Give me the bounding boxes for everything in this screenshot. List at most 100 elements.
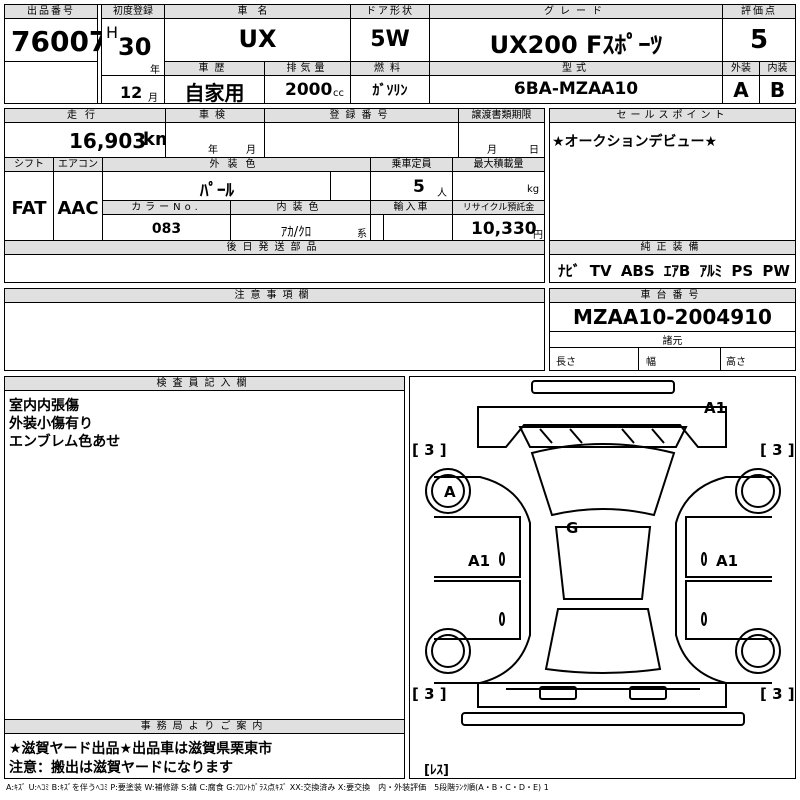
sales-box: セールスポイント ★オークションデビュー★ bbox=[549, 108, 796, 241]
inspector-label: 検査員記入欄 bbox=[5, 377, 404, 391]
history-box: 車歴 自家用 bbox=[164, 61, 265, 105]
int-color-label: 内装色 bbox=[231, 201, 370, 215]
notes-label: 注意事項欄 bbox=[5, 289, 544, 303]
ext-label: 外装 bbox=[723, 62, 759, 76]
equip-item: PS bbox=[731, 262, 754, 280]
ac-label: エアコン bbox=[54, 158, 102, 172]
car-outline bbox=[425, 380, 781, 726]
era: H bbox=[106, 23, 119, 42]
import-box: 輸入車 bbox=[370, 200, 453, 241]
mileage-box: 走行 16,903 km bbox=[4, 108, 174, 158]
mark-bracket: [ 3 ] bbox=[760, 685, 795, 703]
lot-label: 出品番号 bbox=[5, 5, 97, 19]
equip-item: PW bbox=[762, 262, 790, 280]
first-reg-label: 初度登録 bbox=[102, 5, 164, 19]
inspector-line: エンブレム色あせ bbox=[9, 434, 121, 450]
mark-bracket: [ 3 ] bbox=[412, 441, 447, 459]
reg-no-box: 登録番号 bbox=[264, 108, 459, 158]
car-name-label: 車名 bbox=[165, 5, 350, 19]
recycle: 10,330 bbox=[471, 219, 537, 239]
color-box: 外装色 ﾊﾟｰﾙ bbox=[102, 157, 371, 201]
recycle-label: リサイクル預託金 bbox=[453, 201, 544, 215]
history-label: 車歴 bbox=[165, 62, 264, 76]
later-parts-box: 後日発送部品 bbox=[4, 240, 545, 283]
mark-bracket: [ 3 ] bbox=[760, 441, 795, 459]
recycle-unit: 円 bbox=[533, 230, 543, 241]
office-line: 注意：搬出は滋賀ヤードになります bbox=[9, 760, 233, 776]
fuel-label: 燃料 bbox=[351, 62, 429, 76]
spec-width: 幅 bbox=[646, 357, 656, 368]
shift-label: シフト bbox=[5, 158, 53, 172]
int-color: ｱｶ/ｸﾛ bbox=[280, 225, 312, 240]
displacement-box: 排気量 2000 cc bbox=[264, 61, 351, 104]
mark-g: G bbox=[566, 519, 579, 537]
capacity-unit: 人 bbox=[437, 188, 447, 199]
reg-month: 12 bbox=[120, 83, 143, 102]
ext-grade: A bbox=[733, 78, 749, 102]
mark-a1-left: A1 bbox=[468, 552, 491, 570]
insp-year-unit: 年 bbox=[208, 145, 218, 156]
displacement: 2000 bbox=[285, 80, 333, 100]
color-no: 083 bbox=[151, 221, 182, 237]
ac: AAC bbox=[57, 198, 99, 219]
int-color-box: 内装色 ｱｶ/ｸﾛ 系 bbox=[230, 200, 371, 241]
reg-no-label: 登録番号 bbox=[265, 109, 458, 123]
equip-item: ｴｱB bbox=[663, 262, 691, 280]
sales-label: セールスポイント bbox=[550, 109, 795, 123]
reg-year: 30 bbox=[118, 33, 152, 61]
mileage-label: 走行 bbox=[5, 109, 165, 123]
transfer-box: 譲渡書類期限 月 日 bbox=[458, 108, 545, 158]
inspection-box: 車検 年 月 bbox=[165, 108, 265, 158]
mileage: 16,903 bbox=[69, 129, 147, 153]
score-box: 評価点 5 bbox=[722, 4, 796, 62]
spec-label: 諸元 bbox=[662, 336, 683, 347]
transfer-day: 日 bbox=[529, 145, 539, 156]
color-label: 外装色 bbox=[103, 158, 370, 172]
notes-box: 注意事項欄 bbox=[4, 288, 545, 371]
recycle-box: リサイクル預託金 10,330 円 bbox=[452, 200, 545, 241]
equipment-box: 純正装備 ﾅﾋﾞ TV ABS ｴｱB ｱﾙﾐ PS PW bbox=[549, 240, 796, 283]
fuel-box: 燃料 ｶﾞｿﾘﾝ bbox=[350, 61, 430, 104]
later-parts-label: 後日発送部品 bbox=[5, 241, 544, 255]
door-type: 5W bbox=[370, 27, 410, 52]
mark-a1-top: A1 bbox=[704, 399, 727, 417]
inspector-line: 室内内張傷 bbox=[9, 398, 79, 414]
color-no-box: カラーNo. 083 bbox=[102, 200, 231, 241]
office-box: 事務局よりご案内 ★滋賀ヤード出品★出品車は滋賀県栗東市 注意：搬出は滋賀ヤード… bbox=[4, 719, 405, 779]
door-box: ドア形状 5W bbox=[350, 4, 430, 62]
car-name: UX bbox=[238, 25, 277, 53]
score-label: 評価点 bbox=[723, 5, 795, 19]
door-label: ドア形状 bbox=[351, 5, 429, 19]
mark-bracket: [ 3 ] bbox=[412, 685, 447, 703]
score: 5 bbox=[749, 25, 769, 55]
transfer-month: 月 bbox=[487, 145, 497, 156]
grade: UX200 Fｽﾎﾟｰﾂ bbox=[489, 31, 663, 59]
int-grade: B bbox=[769, 78, 786, 102]
grade-label: グレード bbox=[430, 5, 722, 19]
ac-box: エアコン AAC bbox=[53, 157, 103, 241]
capacity-label: 乗車定員 bbox=[371, 158, 452, 172]
chassis-label: 車台番号 bbox=[550, 289, 795, 303]
spec-height: 高さ bbox=[726, 357, 746, 368]
load-label: 最大積載量 bbox=[453, 158, 544, 172]
displacement-label: 排気量 bbox=[265, 62, 350, 76]
color: ﾊﾟｰﾙ bbox=[200, 181, 234, 201]
chassis-number: MZAA10-2004910 bbox=[573, 305, 772, 329]
equipment-label: 純正装備 bbox=[550, 241, 795, 255]
inspector-line: 外装小傷有り bbox=[9, 416, 93, 432]
lot-number: 76007 bbox=[11, 25, 109, 58]
legend: A:ｷｽﾞ U:ﾍｺﾐ B:ｷｽﾞを伴うﾍｺﾐ P:要塗装 W:補修跡 S:錆 … bbox=[6, 783, 549, 792]
displacement-unit: cc bbox=[333, 88, 344, 99]
shift-box: シフト FAT bbox=[4, 157, 54, 241]
office-label: 事務局よりご案内 bbox=[5, 720, 404, 734]
capacity: 5 bbox=[413, 177, 425, 197]
load-unit: kg bbox=[527, 184, 540, 195]
grade-box: グレード UX200 Fｽﾎﾟｰﾂ bbox=[429, 4, 723, 62]
year-unit: 年 bbox=[150, 65, 160, 76]
ext-box: 外装 A bbox=[722, 61, 760, 104]
color-no-label: カラーNo. bbox=[103, 201, 230, 215]
int-color-unit: 系 bbox=[357, 229, 367, 240]
load-box: 最大積載量 kg bbox=[452, 157, 545, 201]
fuel: ｶﾞｿﾘﾝ bbox=[372, 83, 408, 99]
model-box: 型式 6BA-MZAA10 bbox=[429, 61, 723, 104]
